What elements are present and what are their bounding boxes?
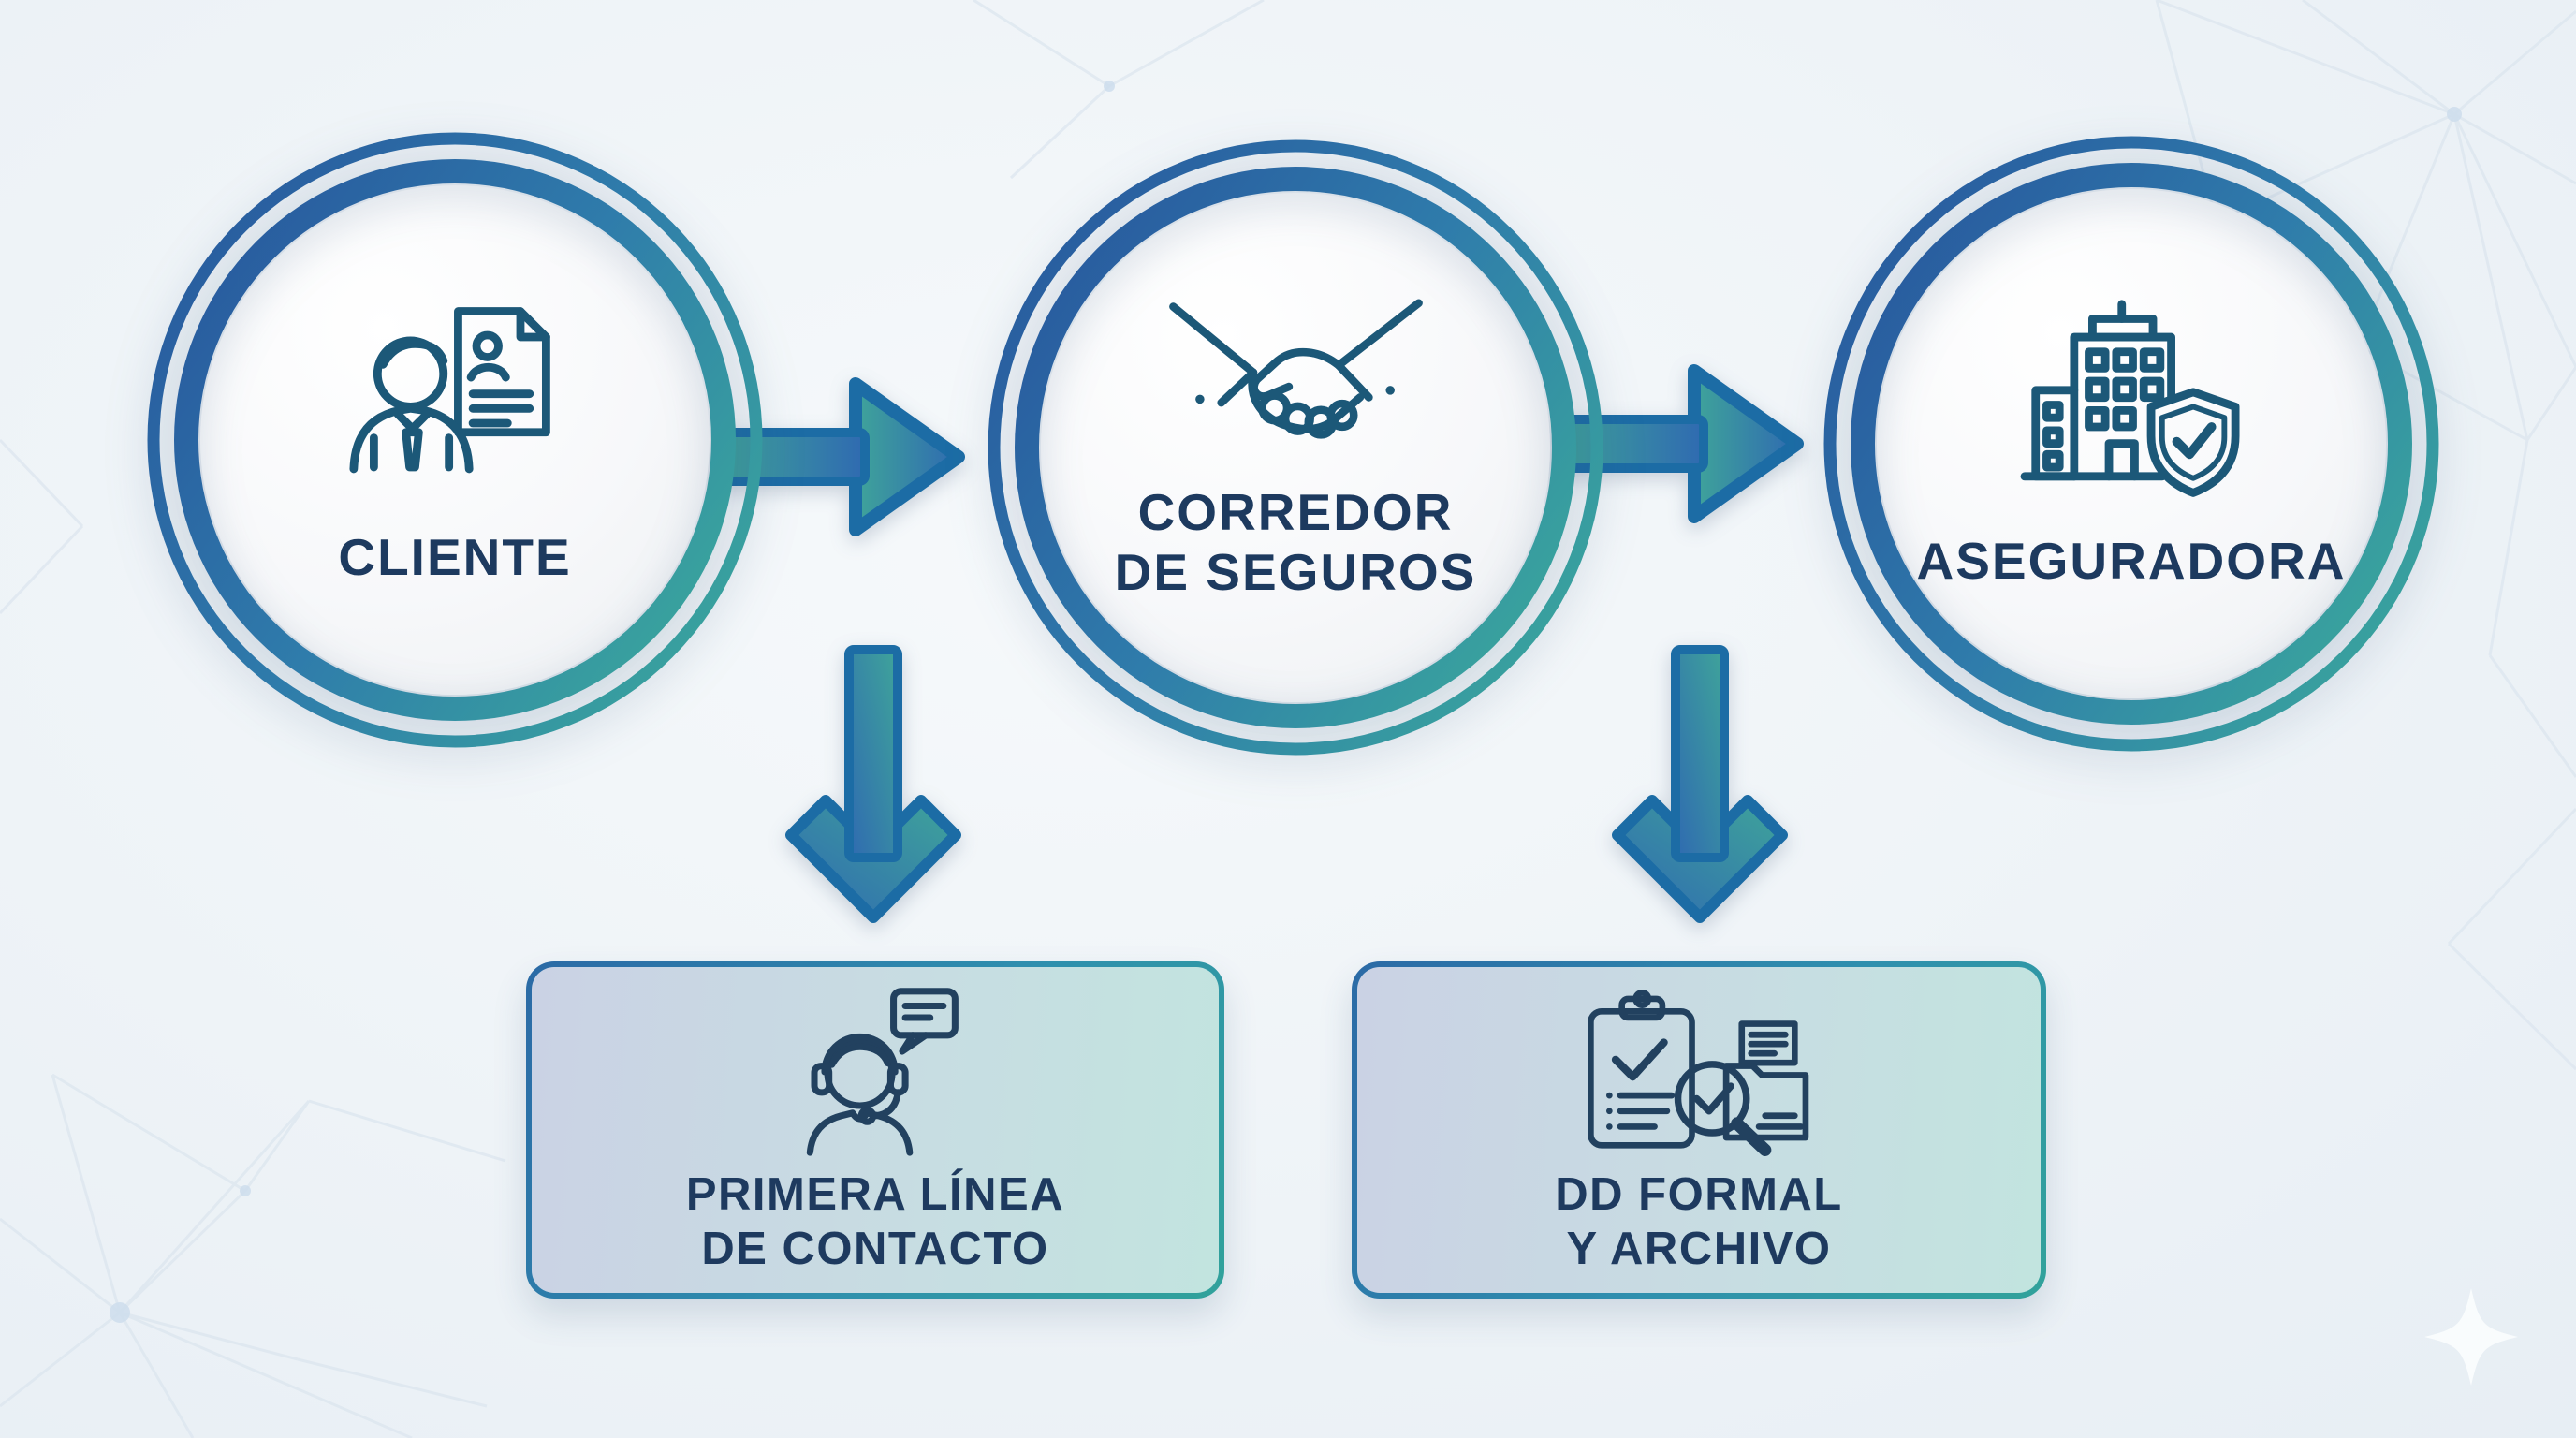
node-label-line: CORREDOR <box>1137 482 1454 541</box>
building-shield-icon <box>2020 300 2239 497</box>
node-label-line: DE SEGUROS <box>1114 542 1477 601</box>
node-disc <box>1041 193 1550 702</box>
arrow-down-to-primera-linea <box>785 645 961 923</box>
box-label-dd-formal: DD FORMAL Y ARCHIVO <box>1555 1167 1842 1276</box>
sparkle-icon <box>2424 1288 2518 1386</box>
node-ring <box>988 139 1603 756</box>
node-label-aseguradora: ASEGURADORA <box>1917 531 2347 591</box>
box-label-primera-linea: PRIMERA LÍNEA DE CONTACTO <box>686 1167 1064 1276</box>
node-label-cliente: CLIENTE <box>338 527 571 587</box>
box-label-line: DD FORMAL <box>1555 1168 1843 1220</box>
node-label-corredor: CORREDOR DE SEGUROS <box>1115 482 1477 602</box>
handshake-icon <box>1168 298 1423 439</box>
support-agent-icon <box>806 988 959 1156</box>
node-disc <box>200 185 710 695</box>
circle-node-corredor: CORREDOR DE SEGUROS <box>987 139 1604 756</box>
circle-node-cliente: CLIENTE <box>146 131 764 749</box>
node-ring <box>1823 136 2439 752</box>
node-label-line: ASEGURADORA <box>1916 532 2347 590</box>
audit-archive-icon <box>1588 989 1809 1156</box>
box-label-line: DE CONTACTO <box>701 1224 1049 1274</box>
node-ring <box>147 132 763 748</box>
circle-node-aseguradora: ASEGURADORA <box>1822 135 2440 753</box>
client-document-icon <box>348 307 550 474</box>
box-dd-formal: DD FORMAL Y ARCHIVO <box>1352 961 2046 1299</box>
box-label-line: Y ARCHIVO <box>1566 1223 1832 1274</box>
node-label-line: CLIENTE <box>338 528 572 586</box>
box-label-line: PRIMERA LÍNEA <box>685 1169 1065 1220</box>
arrow-corredor-to-aseguradora <box>1552 364 1804 523</box>
arrow-down-to-dd-formal <box>1612 645 1788 923</box>
box-primera-linea: PRIMERA LÍNEA DE CONTACTO <box>526 961 1224 1299</box>
